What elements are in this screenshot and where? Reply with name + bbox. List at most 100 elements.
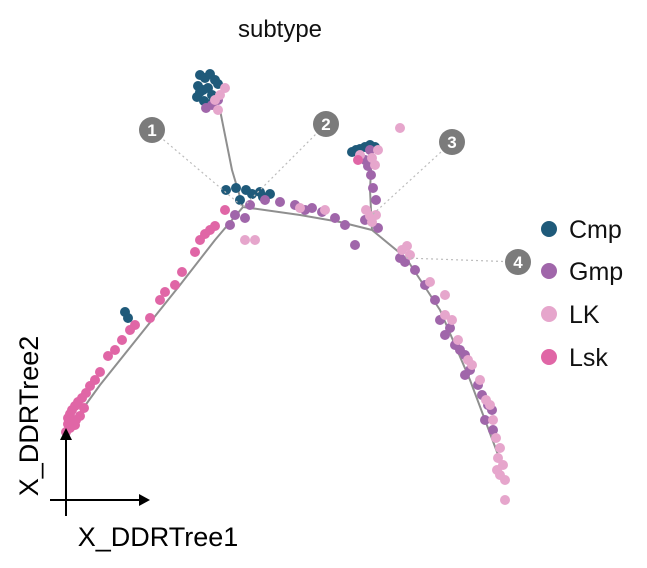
point-cmp bbox=[221, 185, 231, 195]
point-cmp bbox=[195, 87, 205, 97]
point-lsk bbox=[103, 351, 113, 361]
point-gmp bbox=[275, 197, 285, 207]
branch-label: 1 bbox=[147, 121, 156, 140]
point-cmp bbox=[235, 195, 245, 205]
point-lk bbox=[488, 415, 498, 425]
branch-leader-line bbox=[371, 141, 453, 216]
trajectory-segment bbox=[219, 109, 244, 208]
point-lsk bbox=[145, 313, 155, 323]
point-lk bbox=[447, 315, 457, 325]
point-lk bbox=[215, 90, 225, 100]
legend-label-lk: LK bbox=[569, 301, 600, 329]
point-gmp bbox=[430, 295, 440, 305]
point-lk bbox=[491, 433, 501, 443]
point-gmp bbox=[340, 220, 350, 230]
point-lk bbox=[467, 360, 477, 370]
point-lk bbox=[495, 443, 505, 453]
point-lsk bbox=[353, 155, 363, 165]
point-gmp bbox=[230, 210, 240, 220]
point-lsk bbox=[117, 335, 127, 345]
point-gmp bbox=[260, 195, 270, 205]
point-lsk bbox=[210, 221, 220, 231]
branch-bubble bbox=[139, 117, 165, 143]
legend-marker-lsk bbox=[541, 349, 557, 365]
legend-label-gmp: Gmp bbox=[569, 258, 623, 286]
point-lk bbox=[493, 453, 503, 463]
legend-label-lsk: Lsk bbox=[569, 344, 608, 372]
point-lk bbox=[500, 495, 510, 505]
point-lk bbox=[213, 105, 223, 115]
point-gmp bbox=[460, 370, 470, 380]
branch-leader-line bbox=[151, 129, 244, 208]
point-lk bbox=[425, 277, 435, 287]
point-lk bbox=[402, 241, 412, 251]
branch-label: 2 bbox=[321, 115, 330, 134]
point-lsk bbox=[71, 415, 81, 425]
point-lk bbox=[440, 310, 450, 320]
point-lsk bbox=[63, 419, 73, 429]
legend-marker-cmp bbox=[541, 221, 557, 237]
point-lk bbox=[250, 235, 260, 245]
branch-markers: 1 2 3 4 bbox=[139, 111, 531, 275]
point-lk bbox=[370, 160, 380, 170]
branch-label: 3 bbox=[447, 133, 456, 152]
point-gmp bbox=[371, 195, 381, 205]
point-lsk bbox=[190, 247, 200, 257]
data-points bbox=[61, 69, 510, 505]
point-lk bbox=[485, 400, 495, 410]
point-lsk bbox=[160, 287, 170, 297]
branch-leader-line bbox=[405, 257, 519, 263]
point-lsk bbox=[110, 345, 120, 355]
trajectory-lines bbox=[65, 109, 501, 461]
point-lk bbox=[373, 145, 383, 155]
branch-bubble bbox=[505, 249, 531, 275]
point-lk bbox=[440, 290, 450, 300]
point-cmp bbox=[247, 189, 257, 199]
point-gmp bbox=[307, 203, 317, 213]
point-lk bbox=[320, 205, 330, 215]
point-gmp bbox=[350, 240, 360, 250]
point-lk bbox=[453, 335, 463, 345]
point-gmp bbox=[410, 265, 420, 275]
point-gmp bbox=[368, 183, 378, 193]
point-lsk bbox=[125, 325, 135, 335]
axes bbox=[50, 428, 150, 516]
x-axis-label: X_DDRTree1 bbox=[78, 522, 239, 552]
point-cmp bbox=[123, 313, 133, 323]
point-gmp bbox=[488, 425, 498, 435]
point-gmp bbox=[445, 323, 455, 333]
point-lk bbox=[220, 83, 230, 93]
point-lk bbox=[367, 217, 377, 227]
y-axis-label: X_DDRTree2 bbox=[14, 336, 44, 497]
point-gmp bbox=[240, 213, 250, 223]
point-gmp bbox=[440, 330, 450, 340]
branch-bubble bbox=[439, 129, 465, 155]
legend-marker-lk bbox=[541, 306, 557, 322]
point-lsk bbox=[79, 403, 89, 413]
point-gmp bbox=[400, 257, 410, 267]
point-gmp bbox=[480, 415, 490, 425]
point-lk bbox=[492, 465, 502, 475]
point-lk bbox=[475, 375, 485, 385]
trajectory-segment bbox=[242, 206, 373, 231]
trajectory-segment bbox=[65, 206, 244, 433]
point-lsk bbox=[220, 205, 230, 215]
x-axis-arrowhead bbox=[139, 494, 150, 506]
branch-bubble bbox=[313, 111, 339, 137]
point-lsk bbox=[155, 295, 165, 305]
trajectory-segment bbox=[371, 229, 501, 461]
legend-label-cmp: Cmp bbox=[569, 216, 622, 244]
chart-title: subtype bbox=[238, 16, 322, 43]
branch-label: 4 bbox=[513, 253, 523, 272]
point-lsk bbox=[177, 267, 187, 277]
point-gmp bbox=[365, 145, 375, 155]
point-gmp bbox=[225, 220, 235, 230]
point-lsk bbox=[170, 280, 180, 290]
point-lk bbox=[240, 235, 250, 245]
point-gmp bbox=[201, 103, 211, 113]
point-lk bbox=[500, 475, 510, 485]
point-cmp bbox=[231, 183, 241, 193]
y-axis-arrowhead bbox=[60, 428, 72, 440]
